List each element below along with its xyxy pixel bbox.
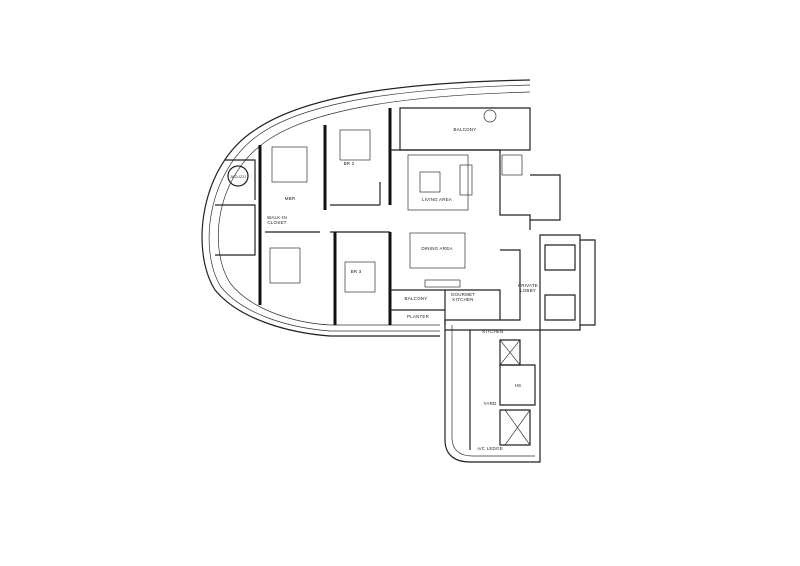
room-label-balcony-2: BALCONY: [405, 296, 428, 301]
room-label-br3: BR 3: [351, 269, 362, 274]
room-label-planter: PLANTER: [407, 314, 430, 319]
furniture: [269, 109, 523, 293]
room-label-jacuzzi: JACUZZI: [230, 175, 246, 179]
room-label-private: PRIVATE: [518, 283, 538, 288]
room-label-balcony: BALCONY: [454, 127, 477, 132]
room-label-closet: CLOSET: [267, 220, 286, 225]
room-label-br2: BR 2: [344, 161, 355, 166]
lift-lobby: [539, 234, 596, 331]
room-label-gourmet: GOURMET: [451, 292, 475, 297]
service-wing: [444, 320, 541, 463]
outer-facade: [201, 79, 531, 337]
room-label-hs: HS: [515, 383, 522, 388]
room-label-kitchen: KITCHEN: [482, 329, 503, 334]
room-label-walk-in: WALK-IN: [267, 215, 287, 220]
room-label-gourmet-kitchen: KITCHEN: [452, 297, 473, 302]
room-label-dining-area: DINING AREA: [421, 246, 452, 251]
room-label-living-area: LIVING AREA: [422, 197, 452, 202]
interior-walls: [215, 107, 561, 325]
room-label-mbr: MBR: [285, 196, 296, 201]
room-label-lobby: LOBBY: [520, 288, 536, 293]
room-label-yard: YARD: [484, 401, 498, 406]
room-label-ac-ledge: A/C LEDGE: [477, 446, 503, 451]
